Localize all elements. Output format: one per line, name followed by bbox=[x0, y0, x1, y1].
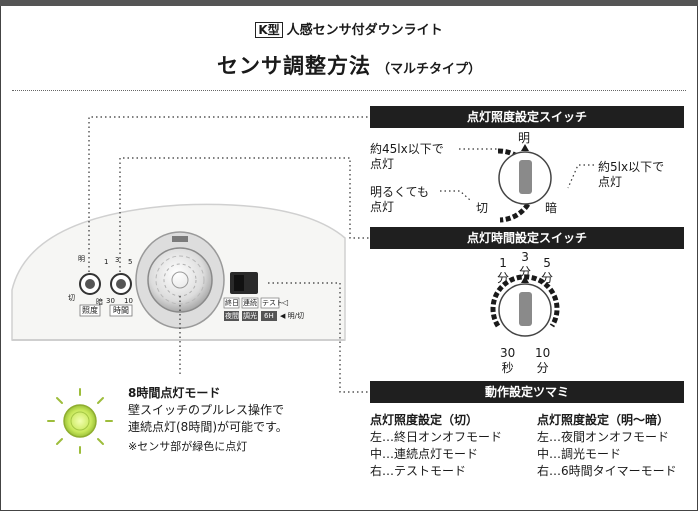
illuminance-switch-header: 点灯照度設定スイッチ bbox=[370, 106, 684, 128]
type-tag: K型 bbox=[255, 22, 283, 38]
device-mode-slider bbox=[223, 272, 280, 321]
device-dial2-top: 3 bbox=[115, 256, 120, 264]
device-dial1-label: 照度 bbox=[82, 306, 98, 315]
device-mode2-label-2: 調光 bbox=[243, 312, 257, 320]
label-3min: 3 分 bbox=[519, 250, 532, 279]
mark-dark: 暗 bbox=[545, 201, 558, 215]
device-dial2-bl: 30 bbox=[106, 297, 115, 305]
label-45lx: 約45lx以下で 点灯 bbox=[370, 142, 444, 171]
eight-hour-note: ※センサ部が緑色に点灯 bbox=[128, 440, 248, 453]
device-mode-label-2: 連続 bbox=[243, 299, 257, 307]
mode-col2-item: 右…6時間タイマーモード bbox=[537, 464, 677, 478]
mode-col2-item: 左…夜間オンオフモード bbox=[537, 430, 670, 444]
label-5lx: 約5lx以下で 点灯 bbox=[598, 160, 665, 189]
time-dial bbox=[490, 274, 560, 337]
eight-hour-line1: 壁スイッチのプルレス操作で bbox=[128, 403, 285, 417]
device-mode2-label-1: 夜間 bbox=[225, 312, 239, 320]
time-switch-header: 点灯時間設定スイッチ bbox=[370, 227, 684, 249]
device-dial2-label: 時間 bbox=[113, 306, 129, 315]
eight-hour-title: 8時間点灯モード bbox=[128, 386, 221, 400]
mode-knob-header: 動作設定ツマミ bbox=[370, 381, 684, 403]
device-mode-label-3: テスト bbox=[262, 299, 283, 307]
device-dial2-right: 5 bbox=[128, 258, 133, 266]
page-title: センサ調整方法 （マルチタイプ） bbox=[0, 50, 698, 80]
mark-off: 切 bbox=[476, 201, 489, 215]
label-30sec: 30 秒 bbox=[500, 346, 516, 375]
device-time-dial bbox=[109, 273, 133, 317]
title-note: （マルチタイプ） bbox=[376, 62, 481, 77]
device-dial1-dark: 暗 bbox=[96, 298, 103, 306]
device-dial1-off: 切 bbox=[68, 294, 75, 302]
device-dial2-br: 10 bbox=[124, 297, 133, 305]
device-illuminance-dial bbox=[79, 273, 101, 317]
device-side-mark-1: ◁ bbox=[282, 298, 289, 307]
mode-col2-heading: 点灯照度設定（明～暗） bbox=[537, 413, 670, 427]
mode-column-bright-dark: 点灯照度設定（明～暗） 左…夜間オンオフモード 中…調光モード 右…6時間タイマ… bbox=[537, 412, 677, 480]
mark-bright: 明 bbox=[518, 131, 531, 145]
mode-column-off: 点灯照度設定（切） 左…終日オンオフモード 中…連続点灯モード 右…テストモード bbox=[370, 412, 502, 480]
device-mode2-label-3: 6H bbox=[264, 312, 274, 320]
eight-hour-line2: 連続点灯(8時間)が可能です。 bbox=[128, 420, 288, 434]
device-side-mark-2: ◀ 明/切 bbox=[280, 312, 304, 320]
label-1min: 1 分 bbox=[497, 256, 510, 285]
title-text: センサ調整方法 bbox=[216, 54, 371, 78]
dotted-separator bbox=[12, 90, 686, 91]
device-dial2-left: 1 bbox=[104, 258, 109, 266]
mode-col1-item: 右…テストモード bbox=[370, 464, 467, 478]
label-5min: 5 分 bbox=[541, 256, 554, 285]
illuminance-dial bbox=[497, 144, 552, 223]
top-rule bbox=[0, 0, 698, 6]
label-10min: 10 分 bbox=[535, 346, 551, 375]
mode-col2-item: 中…調光モード bbox=[537, 447, 622, 461]
leader-lines bbox=[88, 116, 594, 393]
mode-col1-item: 左…終日オンオフモード bbox=[370, 430, 503, 444]
sensor-led-icon bbox=[47, 388, 113, 454]
device-dial1-top: 明 bbox=[78, 255, 85, 263]
mode-col1-heading: 点灯照度設定（切） bbox=[370, 413, 479, 427]
mode-col1-item: 中…連続点灯モード bbox=[370, 447, 479, 461]
device-mode-label-1: 終日 bbox=[225, 299, 239, 307]
subtitle-text: 人感センサ付ダウンライト bbox=[286, 23, 443, 38]
label-bright-on: 明るくても 点灯 bbox=[370, 185, 430, 214]
page-subtitle: K型人感センサ付ダウンライト bbox=[0, 19, 698, 38]
